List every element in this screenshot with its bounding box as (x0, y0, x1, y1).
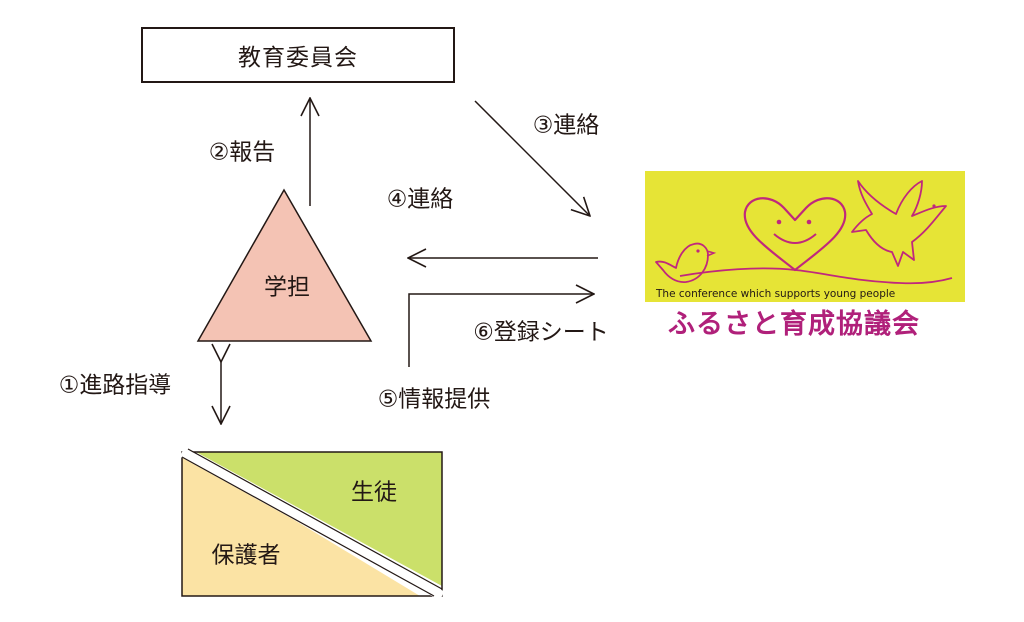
edge-label-report: ②報告 (208, 139, 276, 166)
ribbon-line (679, 267, 953, 285)
small-bird-icon (655, 242, 709, 283)
teacher-triangle (196, 188, 373, 342)
divider-edge-a (187, 448, 443, 590)
student-guardian-frame (181, 451, 443, 597)
small-bird-beak (706, 250, 717, 257)
heart-eye-left (776, 219, 782, 225)
student-label: 生徒 (351, 479, 397, 506)
guardian-label: 保護者 (211, 542, 281, 569)
committee-box: 教育委員会 (141, 27, 455, 83)
edge-label-guidance: ①進路指導 (58, 372, 172, 399)
logo-name: ふるさと育成協議会 (668, 309, 920, 340)
edge-label-contact-2: ④連絡 (386, 186, 454, 213)
small-bird-eye (696, 249, 700, 253)
edge-label-registration: ⑥登録シート (473, 319, 609, 346)
arrow-registration (408, 294, 594, 367)
divider-line (179, 447, 445, 601)
dove-icon (851, 180, 947, 267)
student-area (196, 452, 442, 586)
divider-edge-b (181, 456, 435, 597)
smile-icon (773, 233, 817, 244)
arrow-contact-committee (474, 100, 590, 216)
heart-icon (743, 197, 847, 272)
logo-background (645, 171, 965, 302)
logo-tagline: The conference which supports young peop… (656, 288, 896, 300)
edge-label-contact-1: ③連絡 (532, 112, 600, 139)
heart-eye-right (806, 219, 812, 225)
committee-label: 教育委員会 (238, 45, 358, 71)
teacher-label: 学担 (264, 274, 310, 301)
dove-eye (932, 204, 936, 208)
edge-label-info: ⑤情報提供 (377, 386, 491, 413)
